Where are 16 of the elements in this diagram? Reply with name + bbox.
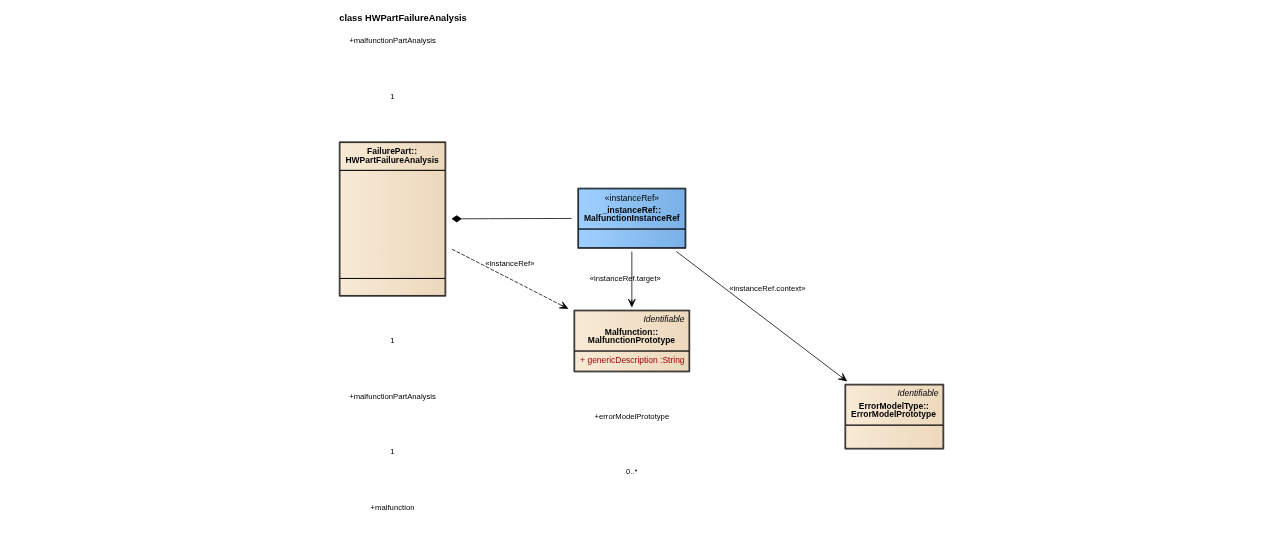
arrow <box>675 251 848 382</box>
label: 1 <box>390 335 395 345</box>
label: +malfunctionPartAnalysis <box>349 391 436 401</box>
arrow <box>628 251 636 308</box>
arrow <box>451 248 569 309</box>
label: 1 <box>390 91 395 101</box>
edge-label: «instanceRef.context» <box>729 283 806 293</box>
edge-label: «instanceRef» <box>485 259 535 269</box>
label: +malfunction <box>370 502 415 512</box>
label: 1 <box>390 447 395 457</box>
edge-label: «instanceRef.target» <box>589 274 661 284</box>
label: 0..* <box>626 467 638 477</box>
connector <box>451 215 572 223</box>
diagram-title: class HWPartFailureAnalysis <box>339 13 467 24</box>
label: +malfunctionPartAnalysis <box>349 36 436 46</box>
label: +errorModelPrototype <box>594 411 670 421</box>
